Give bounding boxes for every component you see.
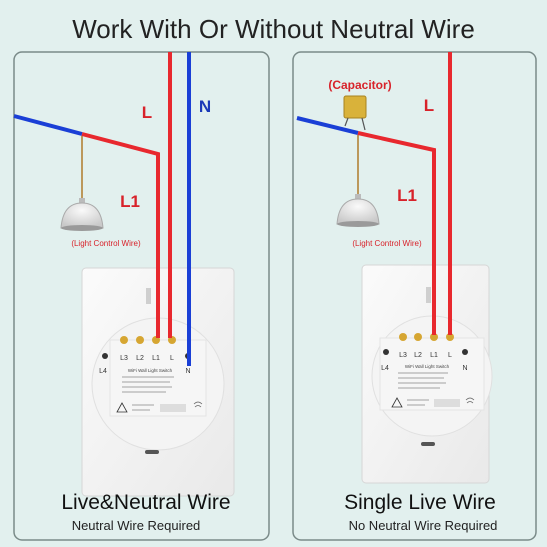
right-terminal-label: L1 [430, 352, 438, 359]
left-terminal-n: N [185, 368, 190, 375]
right-caption-sub: No Neutral Wire Required [348, 518, 498, 533]
left-terminal-label: L3 [120, 355, 128, 362]
wifi-icon [193, 401, 203, 408]
left-terminal-label: L [170, 355, 174, 362]
left-terminal-label: L1 [152, 355, 160, 362]
left-blue-lamp-wire [13, 114, 83, 136]
capacitor [343, 95, 367, 131]
left-label-n: N [199, 97, 211, 116]
left-terminal-screw [136, 336, 144, 344]
right-switch-name: WiFi Wall Light Switch [405, 364, 450, 369]
right-terminal-screw [399, 333, 407, 341]
right-switch: L3 L2 L1 L L4 N WiFi Wall Light Switch [361, 264, 493, 484]
left-switch-name: WiFi Wall Light Switch [128, 368, 173, 373]
left-label-l1: L1 [120, 192, 140, 211]
left-pendant-lamp [60, 136, 104, 231]
left-label-l: L [142, 103, 152, 122]
right-pendant-lamp [336, 135, 380, 227]
right-terminal-n: N [462, 365, 467, 372]
right-l1-wire [357, 131, 436, 335]
left-panel [13, 51, 270, 541]
right-terminal-screw [414, 333, 422, 341]
capacitor-label: (Capacitor) [328, 78, 391, 92]
right-caption-title: Single Live Wire [344, 491, 496, 514]
right-panel [292, 51, 537, 541]
left-caption-title: Live&Neutral Wire [61, 491, 231, 514]
right-label-l: L [424, 96, 434, 115]
right-terminal-label: L [448, 352, 452, 359]
wifi-icon [465, 397, 475, 404]
warning-icon [391, 397, 403, 408]
right-blue-lamp-wire [296, 116, 359, 135]
right-label-l1: L1 [397, 186, 417, 205]
right-terminal-l4: L4 [381, 365, 389, 372]
left-terminal-label: L2 [136, 355, 144, 362]
warning-icon [116, 402, 128, 413]
left-caption-sub: Neutral Wire Required [71, 518, 201, 533]
left-terminal-screw [120, 336, 128, 344]
diagram-title: Work With Or Without Neutral Wire [72, 14, 475, 44]
right-terminal-label: L2 [414, 352, 422, 359]
right-terminal-label: L3 [399, 352, 407, 359]
right-light-caption: (Light Control Wire) [352, 239, 422, 248]
left-l1-wire [81, 132, 160, 338]
left-light-caption: (Light Control Wire) [71, 239, 141, 248]
left-terminal-l4: L4 [99, 368, 107, 375]
